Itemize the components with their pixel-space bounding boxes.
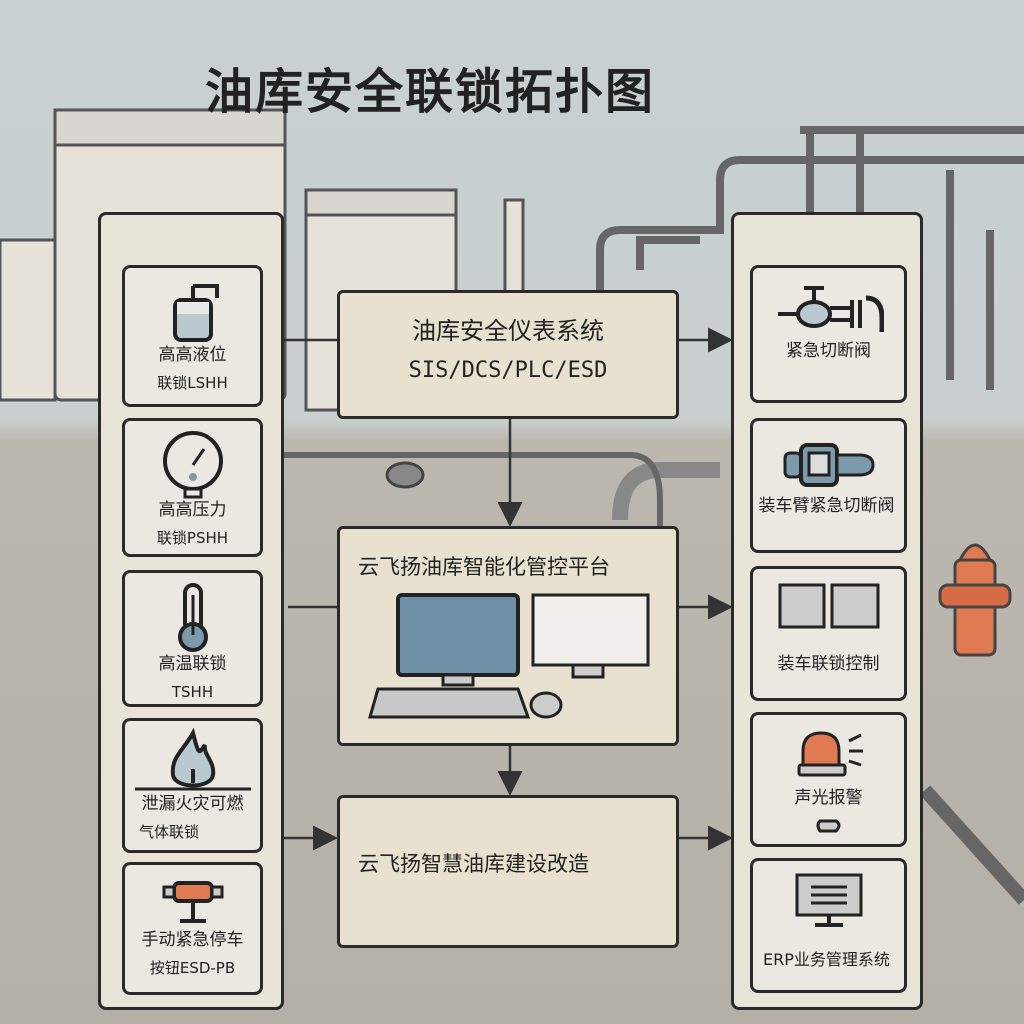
page-title: 油库安全联锁拓扑图 [205,64,656,120]
sis-system-box[interactable]: 油库安全仪表系统 SIS/DCS/PLC/ESD [337,290,679,419]
loading-arm-valve-icon [783,443,875,487]
item-label: 泄漏火灾可燃 [141,794,244,814]
alarm-light-icon [797,731,863,777]
emergency-button-icon [162,881,223,923]
item-label: 声光报警 [794,788,863,808]
platform-box[interactable]: 云飞扬油库智能化管控平台 [337,526,679,746]
control-panel-icon [778,583,879,629]
platform-title: 云飞扬油库智能化管控平台 [358,555,610,579]
pressure-gauge-icon [162,431,223,499]
sis-subtitle: SIS/DCS/PLC/ESD [408,358,608,383]
shutoff-valve-icon [777,286,884,332]
sensor-card-manual-esd[interactable]: 手动紧急停车 按钮ESD-PB [122,862,263,995]
actuator-card-shutoff-valve[interactable]: 紧急切断阀 [750,265,907,403]
sensor-card-gas-leak[interactable]: 泄漏火灾可燃 气体联锁 [122,718,263,853]
sensor-card-level[interactable]: 高高液位 联锁LSHH [122,265,263,407]
computer-workstation-icon [368,593,650,719]
item-label: 装车联锁控制 [777,654,880,674]
sensor-card-pressure[interactable]: 高高压力 联锁PSHH [122,418,263,557]
speaker-icon [816,819,840,833]
item-label: 装车臂紧急切断阀 [758,496,895,516]
item-label: 高高液位 [158,345,227,365]
item-label: 紧急切断阀 [786,341,871,361]
upgrade-title: 云飞扬智慧油库建设改造 [358,852,589,876]
item-code: TSHH [171,683,214,701]
actuator-card-loading-arm-valve[interactable]: 装车臂紧急切断阀 [750,418,907,553]
actuator-card-loading-interlock[interactable]: 装车联锁控制 [750,566,907,701]
item-label: 手动紧急停车 [141,930,244,950]
fire-hydrant-icon [938,543,1012,657]
item-code: 联锁LSHH [157,374,228,392]
monitor-icon [795,873,862,927]
item-code: 气体联锁 [139,823,200,841]
sis-title: 油库安全仪表系统 [412,317,604,345]
item-code: 按钮ESD-PB [149,959,236,977]
actuator-card-erp[interactable]: ERP业务管理系统 [750,858,907,993]
item-label: 高温联锁 [158,654,227,674]
flame-icon [134,727,251,791]
item-label: 高高压力 [158,500,227,520]
tank-level-icon [172,284,219,342]
thermometer-icon [177,583,208,652]
actuator-card-alarm[interactable]: 声光报警 [750,712,907,847]
sensor-card-temperature[interactable]: 高温联锁 TSHH [122,570,263,707]
item-label: ERP业务管理系统 [763,950,890,969]
item-code: 联锁PSHH [156,529,229,547]
upgrade-box[interactable]: 云飞扬智慧油库建设改造 [337,795,679,948]
